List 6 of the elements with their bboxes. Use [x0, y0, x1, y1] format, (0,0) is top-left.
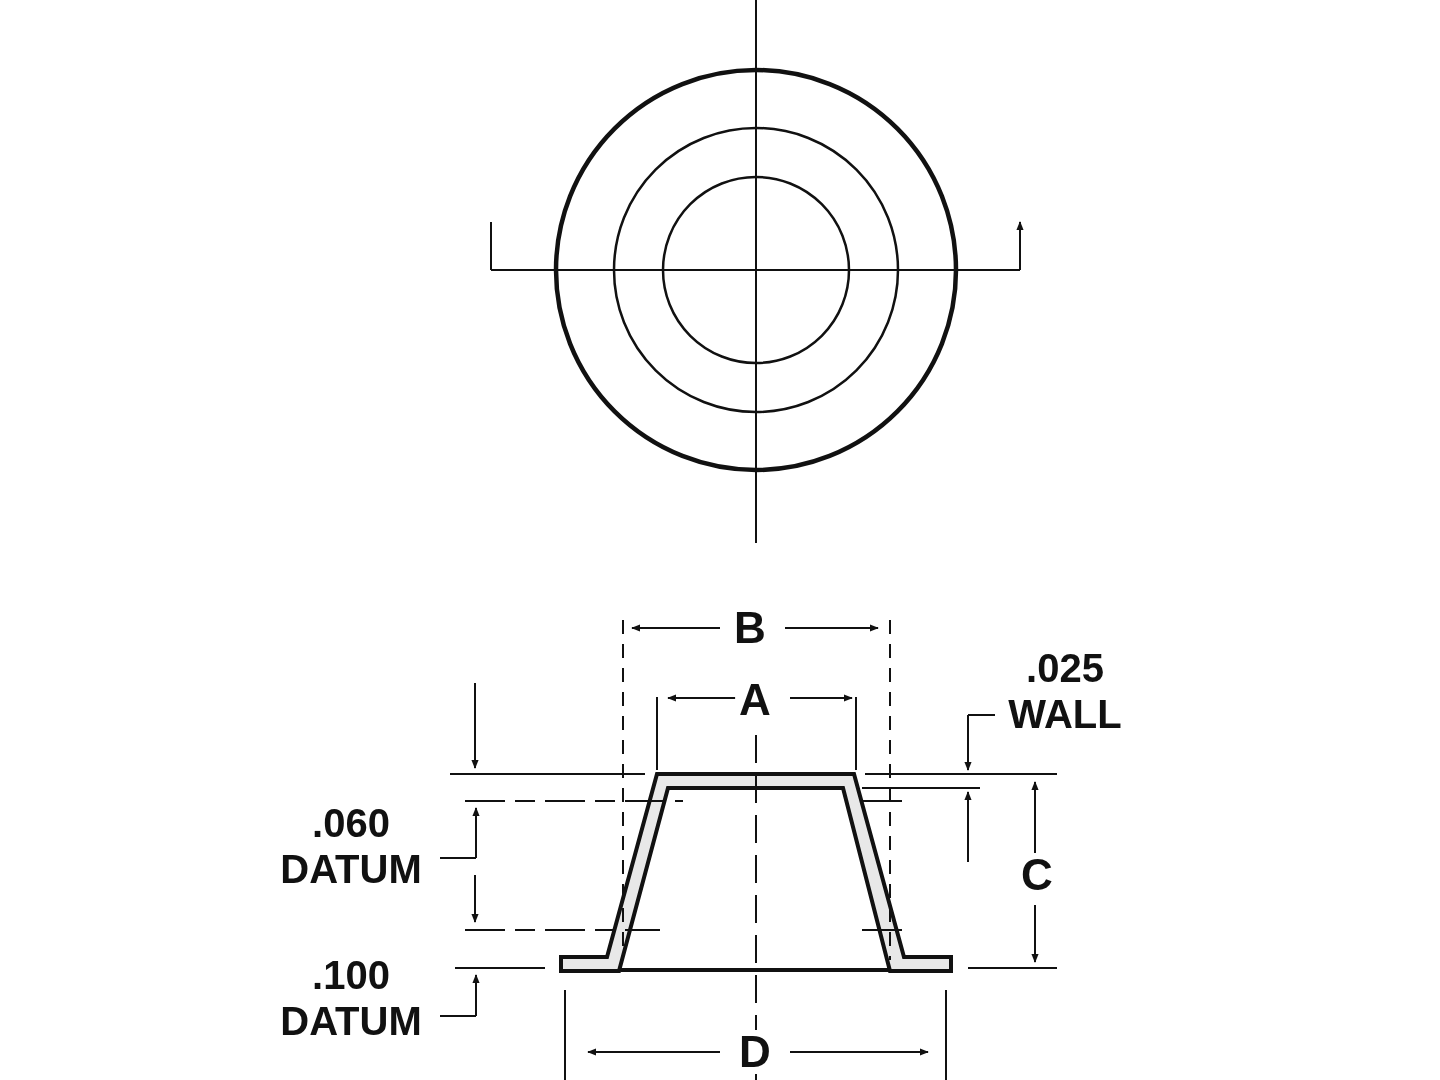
leader-line [967, 714, 996, 716]
leader-line [439, 1015, 477, 1017]
dimension-note: .025 WALL [1007, 645, 1123, 737]
leader-line [439, 857, 477, 859]
dimension-note: .100 DATUM [279, 952, 423, 1044]
dimension-note: .060 DATUM [279, 800, 423, 892]
